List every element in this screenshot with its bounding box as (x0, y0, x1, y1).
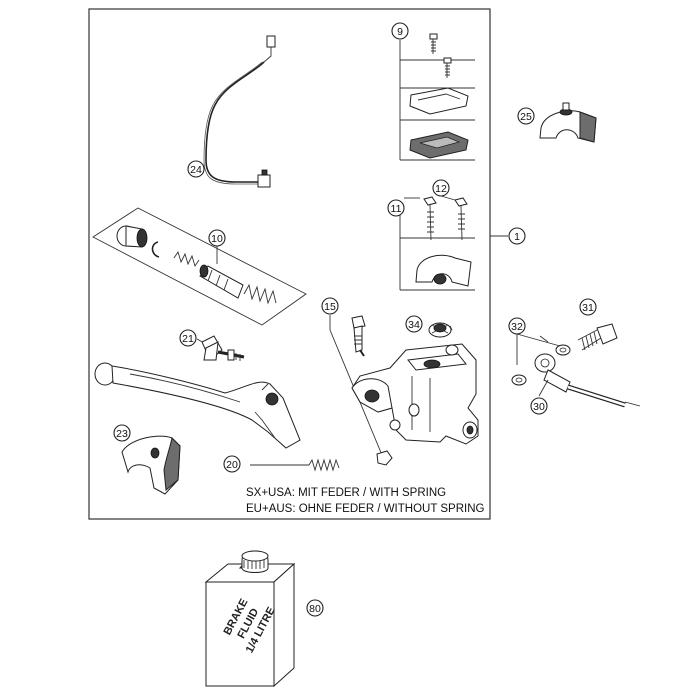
small-spring (173, 250, 200, 268)
svg-text:30: 30 (533, 401, 545, 413)
assembly-frame (88, 8, 491, 520)
svg-text:25: 25 (520, 111, 532, 123)
lever-adjuster (196, 335, 245, 361)
svg-text:10: 10 (211, 233, 223, 245)
clamp-bolt-11 (423, 196, 437, 241)
clutch-lever (94, 362, 301, 449)
svg-text:12: 12 (435, 183, 447, 195)
note-line-1: SX+USA: MIT FEDER / WITH SPRING (246, 487, 446, 499)
cap-screw-2 (443, 57, 452, 78)
callout-12: 12 (432, 179, 450, 197)
callout-11: 11 (387, 199, 405, 217)
callout-32: 32 (508, 317, 526, 335)
callout-15: 15 (321, 297, 339, 315)
piston-kit-group (92, 207, 307, 326)
pivot-nut (376, 450, 393, 466)
callout-21: 21 (179, 329, 197, 347)
callout-34: 34 (405, 315, 423, 333)
cap-screw-1 (429, 33, 438, 54)
spare-clamp (539, 102, 597, 143)
callout-10: 10 (208, 229, 226, 247)
clamp-group (399, 196, 475, 291)
svg-text:20: 20 (226, 459, 238, 471)
brake-hose-group (511, 323, 641, 408)
svg-text:23: 23 (116, 428, 128, 440)
svg-text:34: 34 (408, 319, 420, 331)
pivot-bolt (329, 315, 393, 466)
brake-hose (534, 353, 641, 408)
note-line-2: EU+AUS: OHNE FEDER / WITHOUT SPRING (246, 503, 484, 515)
callout-31: 31 (579, 298, 597, 316)
piston-cup (116, 225, 148, 248)
callout-1: 1 (508, 227, 526, 245)
return-spring (243, 283, 277, 305)
callout-23: 23 (113, 424, 131, 442)
svg-text:1: 1 (514, 231, 520, 243)
callout-80: 80 (306, 599, 324, 617)
reservoir-cap (409, 87, 469, 115)
reservoir-cap-group (399, 33, 475, 161)
master-cylinder (351, 343, 479, 445)
callout-30: 30 (530, 397, 548, 415)
clamp-bolt-12 (454, 197, 468, 241)
piston (199, 264, 244, 299)
svg-text:21: 21 (182, 333, 194, 345)
svg-text:9: 9 (397, 26, 403, 38)
svg-text:80: 80 (309, 603, 321, 615)
banjo-cap (428, 322, 452, 338)
svg-text:11: 11 (391, 203, 402, 215)
callout-20: 20 (223, 455, 241, 473)
circlip (151, 241, 160, 258)
svg-text:15: 15 (324, 301, 336, 313)
callout-24: 24 (187, 160, 205, 178)
svg-text:31: 31 (582, 302, 594, 314)
brake-fluid-bottle: BRAKE FLUID 1/4 LITRE (204, 550, 296, 688)
svg-text:24: 24 (190, 164, 202, 176)
svg-text:32: 32 (511, 321, 523, 333)
lever-spring (250, 458, 340, 472)
brake-sensor-cable (203, 35, 276, 188)
callout-9: 9 (391, 22, 409, 40)
lever-holder (121, 435, 181, 495)
callout-25: 25 (517, 107, 535, 125)
banjo-bolt (577, 323, 618, 351)
